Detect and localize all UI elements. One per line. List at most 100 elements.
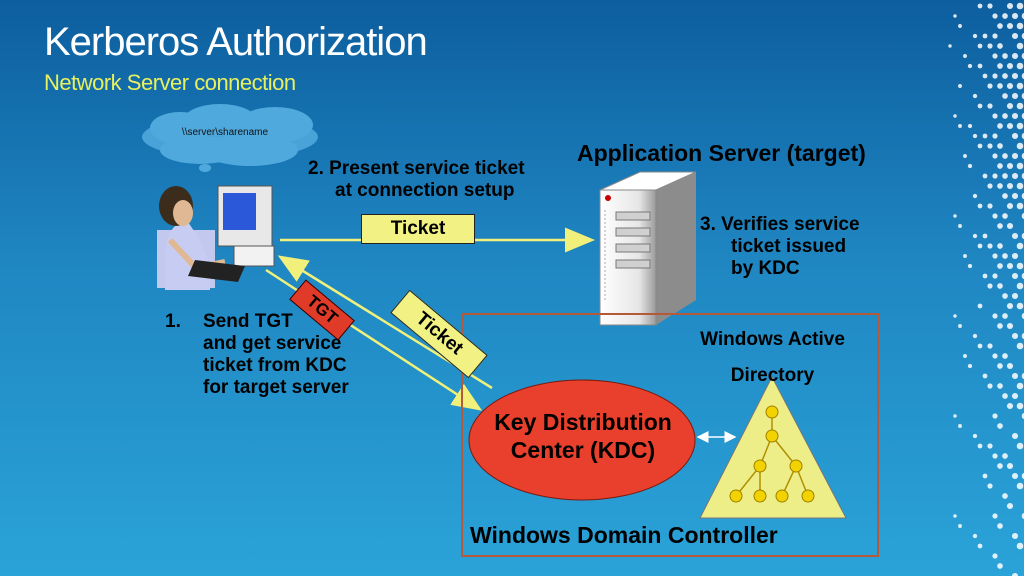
decor-dot xyxy=(967,263,973,269)
decor-dot xyxy=(987,383,993,389)
domain-controller-box xyxy=(461,313,879,557)
decor-dot xyxy=(972,193,978,199)
decor-dot xyxy=(1006,122,1014,130)
step-3-line-2: ticket issued xyxy=(731,236,847,257)
decor-dot xyxy=(1016,542,1024,550)
ticket-label-horizontal: Ticket xyxy=(361,214,475,244)
decor-dot xyxy=(972,233,978,239)
decor-dot xyxy=(1016,202,1024,210)
decor-dot xyxy=(997,23,1003,29)
decor-dot xyxy=(1011,572,1019,576)
decor-dot xyxy=(958,24,962,28)
step-3-line-3: by KDC xyxy=(731,258,800,279)
decor-dot xyxy=(972,333,978,339)
decor-dot xyxy=(1002,113,1008,119)
decor-dot xyxy=(1011,252,1019,260)
decor-dot xyxy=(987,3,993,9)
decor-dot xyxy=(987,243,993,249)
decor-dot xyxy=(1016,2,1024,10)
decor-dot xyxy=(992,453,998,459)
decor-dot xyxy=(958,524,962,528)
decor-dot xyxy=(997,363,1003,369)
decor-dot xyxy=(1002,173,1008,179)
decor-dot xyxy=(1011,152,1019,160)
decor-dot xyxy=(1021,332,1024,340)
decor-dot xyxy=(972,133,978,139)
decor-dot xyxy=(992,173,998,179)
decor-dot xyxy=(972,533,978,539)
decor-dot xyxy=(1011,472,1019,480)
decor-dot xyxy=(1021,212,1024,220)
decor-dot xyxy=(963,54,967,58)
decor-dot xyxy=(992,153,998,159)
decor-dot xyxy=(1021,192,1024,200)
decor-dot xyxy=(1011,192,1019,200)
decor-dot xyxy=(1002,213,1008,219)
decor-dot xyxy=(982,173,988,179)
decor-dot xyxy=(1002,73,1008,79)
decor-dot xyxy=(1002,53,1008,59)
slide-subtitle: Network Server connection xyxy=(44,70,296,95)
decor-dot xyxy=(948,44,952,48)
decor-dot xyxy=(977,303,983,309)
decor-dot xyxy=(1011,372,1019,380)
decor-dot xyxy=(997,223,1003,229)
decor-dot xyxy=(1011,112,1019,120)
kdc-ellipse xyxy=(468,379,696,501)
decor-dot xyxy=(1011,292,1019,300)
decor-dot xyxy=(958,424,962,428)
decor-dot xyxy=(997,383,1003,389)
decor-dot xyxy=(997,63,1003,69)
windows-active-directory-label: Windows Active Directory xyxy=(690,322,855,394)
decor-dot xyxy=(982,273,988,279)
decor-dot xyxy=(992,53,998,59)
decor-dot xyxy=(1002,13,1008,19)
decor-dot xyxy=(1021,32,1024,40)
decor-dot xyxy=(992,353,998,359)
decor-dot xyxy=(1011,232,1019,240)
decor-dot xyxy=(1016,42,1024,50)
wad-line-2: Directory xyxy=(730,365,815,386)
decor-dot xyxy=(1002,313,1008,319)
decor-dot xyxy=(1002,393,1008,399)
decor-dot xyxy=(958,324,962,328)
decor-dot xyxy=(997,163,1003,169)
decor-dot xyxy=(1016,302,1024,310)
decor-dot xyxy=(953,14,957,18)
decor-dot xyxy=(997,123,1003,129)
decor-dot xyxy=(977,143,983,149)
decor-dot xyxy=(992,33,998,39)
decor-dot xyxy=(1016,22,1024,30)
decor-dot xyxy=(1016,122,1024,130)
decor-dot xyxy=(987,43,993,49)
decor-dot xyxy=(977,543,983,549)
decor-dot xyxy=(1016,282,1024,290)
decor-dot xyxy=(1021,312,1024,320)
decor-dot xyxy=(1006,62,1014,70)
decor-dot xyxy=(1006,202,1014,210)
decor-dot xyxy=(1006,162,1014,170)
decor-dot xyxy=(1011,332,1019,340)
step-2-line-2: at connection setup xyxy=(335,180,515,201)
decor-dot xyxy=(992,13,998,19)
decor-dot xyxy=(1016,162,1024,170)
decor-dot xyxy=(1021,472,1024,480)
decor-dot xyxy=(1011,272,1019,280)
decor-dot xyxy=(1011,12,1019,20)
decor-dot xyxy=(982,233,988,239)
kdc-label: Key Distribution Center (KDC) xyxy=(470,408,696,464)
decor-dot xyxy=(997,563,1003,569)
decor-dot xyxy=(1002,453,1008,459)
decor-dot xyxy=(1011,532,1019,540)
decor-dot xyxy=(997,323,1003,329)
decor-dot xyxy=(1006,302,1014,310)
domain-controller-label: Windows Domain Controller xyxy=(470,522,778,548)
decor-dot xyxy=(1016,82,1024,90)
decor-dot xyxy=(992,113,998,119)
decor-dot xyxy=(1011,92,1019,100)
decor-dot xyxy=(1002,253,1008,259)
decor-dot xyxy=(967,63,973,69)
decor-dot xyxy=(953,314,957,318)
decor-dot xyxy=(972,433,978,439)
decor-dot xyxy=(982,133,988,139)
